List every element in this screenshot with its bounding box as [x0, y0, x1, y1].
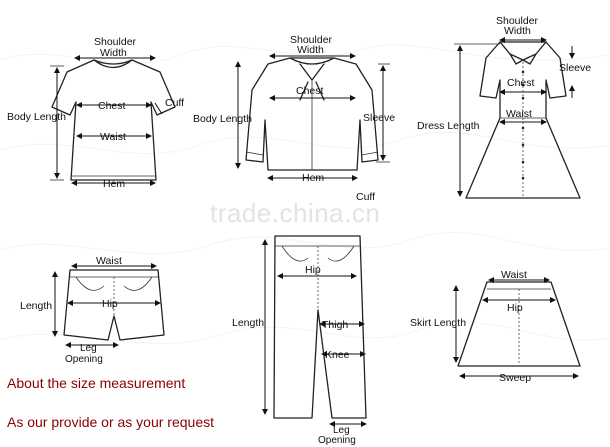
tshirt-width-label: Width [100, 47, 127, 59]
skirt-figure [453, 277, 581, 379]
tshirt-cuff-label: Cuff [165, 97, 184, 109]
watermark-text: trade.china.cn [210, 198, 380, 228]
trousers-length-label: Length [232, 317, 264, 329]
shirt-cuff-label: Cuff [356, 191, 375, 203]
shorts-waist-label: Waist [96, 255, 122, 267]
shirt-width-label: Width [297, 44, 324, 56]
dress-sleeve-label: Sleeve [559, 62, 591, 74]
dress-figure [454, 37, 581, 199]
shorts-hip-label: Hip [102, 298, 118, 310]
skirt-sweep-label: Sweep [499, 372, 531, 384]
tshirt-chest-label: Chest [98, 100, 126, 112]
trousers-knee-label: Knee [325, 349, 350, 361]
trousers-opening-label: Opening [318, 435, 356, 446]
skirt-waist-label: Waist [501, 269, 527, 281]
size-note-line1: About the size measurement [7, 375, 186, 391]
dress-waist-label: Waist [506, 108, 532, 120]
tshirt-figure [50, 55, 176, 186]
trousers-leg-label: Leg [333, 425, 350, 436]
trousers-thigh-label: Thigh [322, 319, 348, 331]
tshirt-waist-label: Waist [100, 131, 126, 143]
shorts-figure [52, 263, 165, 348]
trousers-hip-label: Hip [305, 264, 321, 276]
dress-width-label: Width [504, 25, 531, 37]
trousers-figure [262, 235, 367, 427]
dress-shoulder-label: Shoulder [496, 15, 539, 27]
skirt-length-label: Skirt Length [410, 317, 466, 329]
tshirt-body-length-label: Body Length [7, 111, 66, 123]
shorts-length-label: Length [20, 300, 52, 312]
shirt-sleeve-label: Sleeve [363, 112, 395, 124]
dress-length-label: Dress Length [417, 120, 480, 132]
tshirt-shoulder-label: Shoulder [94, 36, 137, 48]
shorts-leg-label: Leg [80, 343, 97, 354]
skirt-hip-label: Hip [507, 302, 523, 314]
shirt-shoulder-label: Shoulder [290, 34, 333, 46]
dress-chest-label: Chest [507, 77, 535, 89]
tshirt-hem-label: Hem [103, 178, 125, 190]
shorts-opening-label: Opening [65, 354, 103, 365]
shirt-body-length-label: Body Length [193, 113, 252, 125]
size-note-line2: As our provide or as your request [7, 414, 214, 430]
shirt-figure [235, 53, 390, 181]
shirt-chest-label: Chest [296, 85, 324, 97]
shirt-hem-label: Hem [302, 172, 324, 184]
